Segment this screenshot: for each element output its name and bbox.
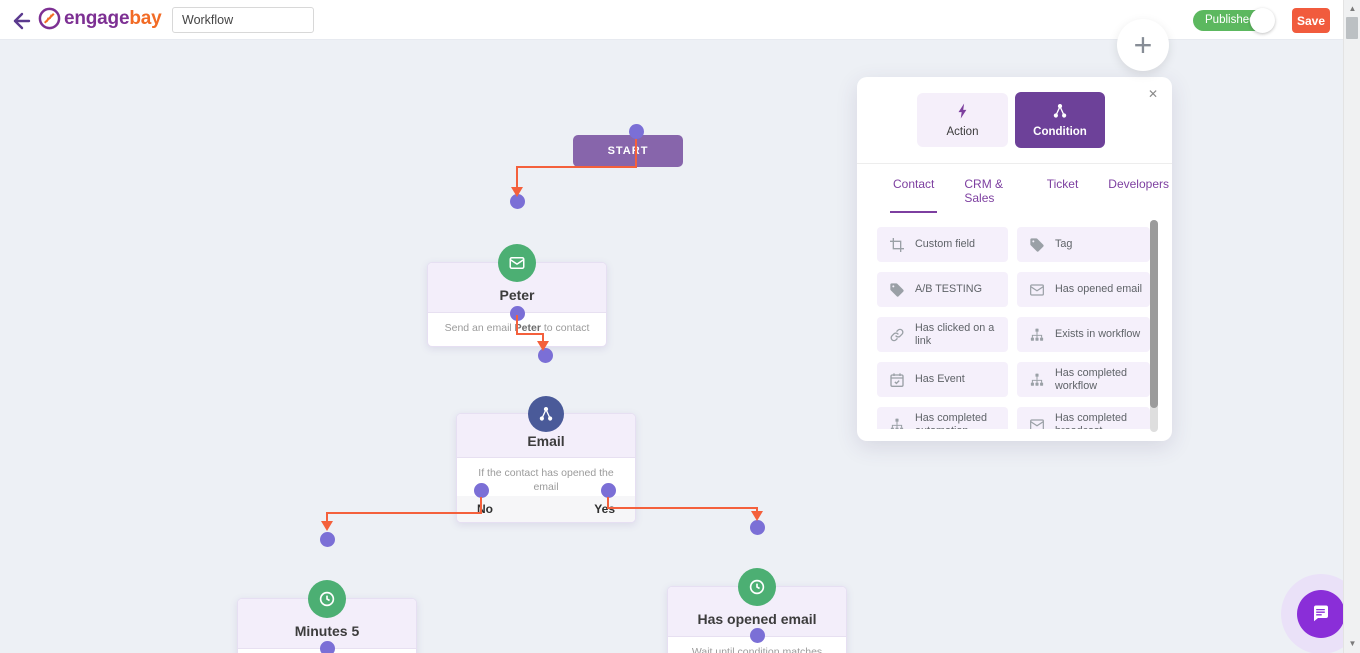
branch-yes-label[interactable]: Yes xyxy=(594,502,615,516)
node-has-opened-email[interactable]: Has opened email Wait until condition ma… xyxy=(667,568,847,653)
condition-type-button[interactable]: Condition xyxy=(1015,92,1105,148)
condition-item-label: Has completed automation xyxy=(915,411,988,430)
condition-item-label: Has Event xyxy=(915,373,965,385)
condition-item-label: Has opened email xyxy=(1055,283,1143,295)
envelope-icon xyxy=(498,244,536,282)
connector-dot[interactable] xyxy=(319,640,335,653)
condition-item[interactable]: Has Event xyxy=(877,362,1008,397)
condition-item[interactable]: Has completed workflow xyxy=(1017,362,1150,397)
condition-item[interactable]: Has completed broadcast xyxy=(1017,407,1150,429)
condition-item-label: A/B TESTING xyxy=(915,283,982,295)
connector-dot[interactable] xyxy=(319,531,335,547)
page-scrollbar-thumb[interactable] xyxy=(1346,17,1358,39)
condition-item-label: Has clicked on a link xyxy=(915,321,995,347)
publish-toggle[interactable]: Published xyxy=(1193,8,1275,33)
node-peter[interactable]: Peter Send an email Peter to contact xyxy=(427,244,607,347)
panel-divider xyxy=(857,163,1172,164)
action-type-button[interactable]: Action xyxy=(917,93,1008,147)
panel-scrollbar-thumb[interactable] xyxy=(1150,220,1158,408)
connector-dot[interactable] xyxy=(749,627,765,643)
save-button[interactable]: Save xyxy=(1292,8,1330,33)
chat-icon xyxy=(1314,605,1328,622)
publish-toggle-label: Published xyxy=(1205,14,1256,26)
category-tabs: Contact CRM & Sales Ticket Developers xyxy=(890,177,1172,213)
chat-button[interactable] xyxy=(1297,590,1345,638)
condition-item-label: Exists in workflow xyxy=(1055,328,1141,340)
tag-icon xyxy=(1029,237,1045,253)
scroll-down-icon[interactable]: ▼ xyxy=(1348,639,1357,648)
page-scrollbar[interactable]: ▲ ▼ xyxy=(1343,0,1360,653)
workflow-name-input[interactable] xyxy=(172,7,314,33)
calendar-icon xyxy=(889,372,905,388)
branch-icon xyxy=(1053,104,1067,118)
condition-item[interactable]: Tag xyxy=(1017,227,1150,262)
tab-ticket[interactable]: Ticket xyxy=(1046,177,1079,191)
node-description: Wait until condition matches xyxy=(691,646,823,653)
tag-icon xyxy=(889,282,905,298)
condition-item[interactable]: Custom field xyxy=(877,227,1008,262)
lightning-icon xyxy=(958,103,966,119)
condition-item[interactable]: Has clicked on a link xyxy=(877,317,1008,352)
connector-dot[interactable] xyxy=(749,519,765,535)
condition-type-label: Condition xyxy=(1033,126,1087,138)
logo-text-engage: engage xyxy=(64,7,130,29)
logo-text-bay: bay xyxy=(129,7,162,29)
connector-dot[interactable] xyxy=(509,193,525,209)
clock-icon xyxy=(738,568,776,606)
connector-dot[interactable] xyxy=(473,482,489,498)
sitemap-icon xyxy=(1029,372,1045,388)
condition-item[interactable]: Has opened email xyxy=(1017,272,1150,307)
back-button[interactable] xyxy=(10,9,34,33)
engagebay-logo-icon xyxy=(38,7,61,30)
condition-item-label: Tag xyxy=(1055,238,1073,250)
condition-item-label: Custom field xyxy=(915,238,976,250)
panel-scrollbar[interactable] xyxy=(1150,220,1158,432)
add-node-button[interactable]: + xyxy=(1117,19,1169,71)
branch-row: No Yes xyxy=(457,496,635,522)
engagebay-logo: engagebay xyxy=(38,7,162,30)
branch-icon xyxy=(528,396,564,432)
tab-crm-sales[interactable]: CRM & Sales xyxy=(964,177,1004,205)
connector-dot[interactable] xyxy=(509,305,525,321)
tab-developers[interactable]: Developers xyxy=(1108,177,1169,191)
crop-icon xyxy=(889,237,905,253)
connector-dot[interactable] xyxy=(628,123,644,139)
condition-item-label: Has completed workflow xyxy=(1055,366,1128,392)
publish-toggle-knob[interactable] xyxy=(1250,8,1275,33)
close-icon[interactable]: ✕ xyxy=(1147,87,1158,101)
node-email-condition[interactable]: Email If the contact has opened the emai… xyxy=(456,396,636,523)
condition-item-label: Has completed broadcast xyxy=(1055,411,1128,430)
condition-item[interactable]: A/B TESTING xyxy=(877,272,1008,307)
condition-item[interactable]: Has completed automation xyxy=(877,407,1008,429)
connector-dot[interactable] xyxy=(537,347,553,363)
clock-icon xyxy=(308,580,346,618)
tab-contact[interactable]: Contact xyxy=(890,177,938,213)
arrow-left-icon xyxy=(13,12,31,30)
start-node[interactable]: START xyxy=(573,135,683,167)
condition-item[interactable]: Exists in workflow xyxy=(1017,317,1150,352)
envelope-icon xyxy=(1029,282,1045,298)
sitemap-icon xyxy=(889,417,905,429)
sitemap-icon xyxy=(1029,327,1045,343)
branch-no-label[interactable]: No xyxy=(477,502,493,516)
action-type-label: Action xyxy=(946,126,979,138)
envelope-icon xyxy=(1029,417,1045,429)
node-picker-panel: ✕ Action Condition Contact CRM & Sales T… xyxy=(857,77,1172,441)
connector-dot[interactable] xyxy=(600,482,616,498)
scroll-up-icon[interactable]: ▲ xyxy=(1348,4,1357,13)
link-icon xyxy=(889,327,905,343)
